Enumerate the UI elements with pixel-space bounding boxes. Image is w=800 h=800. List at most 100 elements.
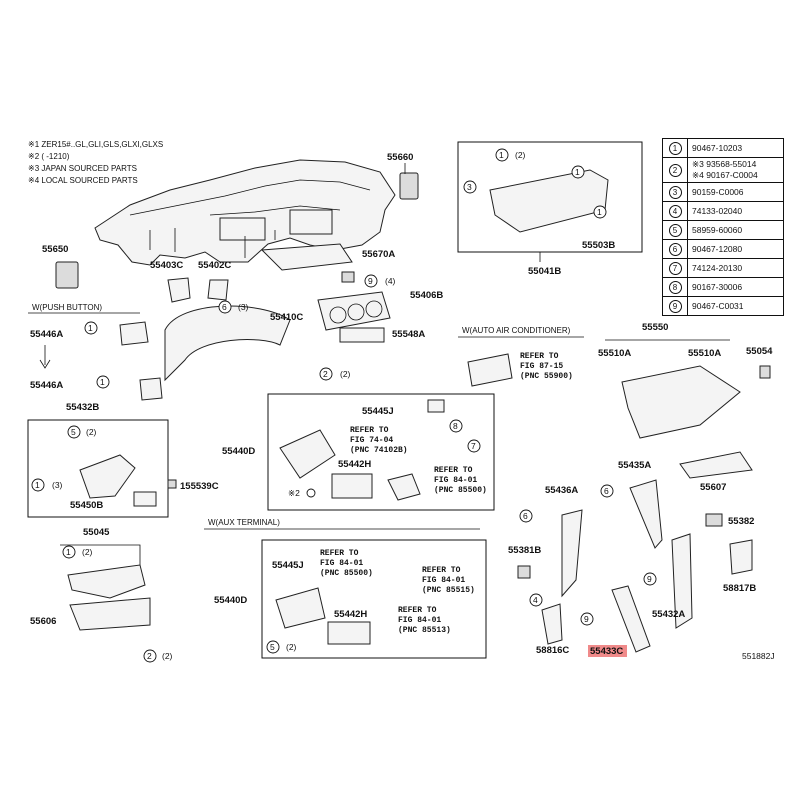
svg-text:9: 9	[647, 574, 652, 584]
lid-55045	[67, 564, 146, 599]
label-55607: 55607	[700, 482, 726, 493]
svg-text:(PNC 85500): (PNC 85500)	[320, 569, 373, 578]
ac-control	[467, 353, 513, 387]
svg-text:(PNC 74102B): (PNC 74102B)	[350, 446, 408, 455]
trim-55433c	[611, 585, 651, 653]
label-55442h-2: 55442H	[334, 609, 367, 620]
label-55382: 55382	[728, 516, 754, 527]
label-55440d-1: 55440D	[222, 446, 255, 457]
legend-8: 90167-30006	[687, 277, 784, 297]
label-55410c: 55410C	[270, 312, 303, 323]
label-55432b: 55432B	[66, 402, 99, 413]
box-55442h-2	[327, 621, 371, 645]
box-glove-inner	[457, 141, 643, 253]
svg-text:1: 1	[88, 323, 93, 333]
switch-55446a-2	[139, 377, 163, 401]
svg-text:FIG 84-01: FIG 84-01	[320, 559, 363, 568]
label-55433c: 55433C	[590, 646, 623, 657]
box-55440d-1	[267, 393, 495, 511]
label-55403c: 55403C	[150, 260, 183, 271]
label-55054: 55054	[746, 346, 773, 357]
center-panel-2	[275, 587, 326, 629]
panel-55548a	[339, 327, 385, 343]
label-55045: 55045	[83, 527, 110, 538]
label-55435a: 55435A	[618, 460, 651, 471]
glove-box-55550	[621, 365, 741, 439]
qty-55410c: (3)	[238, 302, 249, 312]
legend-4: 74133-02040	[687, 201, 784, 221]
svg-text:4: 4	[533, 595, 538, 605]
switch-55446a-1	[119, 321, 149, 346]
svg-text:REFER TO: REFER TO	[422, 566, 461, 575]
svg-text:REFER TO: REFER TO	[320, 549, 359, 558]
label-55440d-2: 55440D	[214, 595, 247, 606]
hood-55410c	[164, 305, 291, 382]
label-55402c: 55402C	[198, 260, 231, 271]
svg-text:(2): (2)	[162, 651, 173, 661]
svg-text:6: 6	[604, 486, 609, 496]
svg-text:※2: ※2	[288, 488, 300, 498]
label-55660: 55660	[387, 152, 413, 163]
label-55450b: 55450B	[70, 500, 103, 511]
svg-text:1: 1	[499, 150, 504, 160]
box-55432b	[27, 419, 169, 518]
svg-text:9: 9	[368, 276, 373, 286]
label-55670a: 55670A	[362, 249, 395, 260]
legend-9: 90467-C0031	[687, 296, 784, 316]
svg-text:FIG 87-15: FIG 87-15	[520, 362, 563, 371]
label-55510a-1: 55510A	[598, 348, 631, 359]
svg-text:FIG 84-01: FIG 84-01	[398, 616, 441, 625]
label-55510a-2: 55510A	[688, 348, 721, 359]
svg-text:1: 1	[66, 547, 71, 557]
svg-text:1: 1	[100, 377, 105, 387]
label-55432a: 55432A	[652, 609, 685, 620]
svg-text:2: 2	[147, 651, 152, 661]
label-58816c: 58816C	[536, 645, 569, 656]
box-55442h-1	[331, 473, 373, 499]
box-55440d-2	[261, 539, 487, 659]
instrument-panel-frame	[94, 159, 396, 266]
svg-text:(2): (2)	[515, 150, 526, 160]
note-2: ※2 ( -1210)	[28, 152, 70, 161]
bracket-55403c	[167, 277, 191, 303]
svg-text:5: 5	[71, 427, 76, 437]
svg-text:7: 7	[471, 441, 476, 451]
label-55606: 55606	[30, 616, 56, 627]
svg-text:1: 1	[597, 207, 602, 217]
panel-55670a	[260, 243, 353, 271]
qty-55406b: (4)	[385, 276, 396, 286]
label-55442h-1: 55442H	[338, 459, 371, 470]
label-55436a: 55436A	[545, 485, 578, 496]
section-push-button: W(PUSH BUTTON)	[32, 303, 102, 312]
svg-text:(2): (2)	[82, 547, 93, 557]
legend-1: 90467-10203	[687, 138, 784, 158]
svg-text:(2): (2)	[340, 369, 351, 379]
label-55406b: 55406B	[410, 290, 443, 301]
note-1: ※1 ZER15#..GL,GLI,GLS,GLXI,GLXS	[28, 140, 163, 149]
center-panel-1	[279, 429, 336, 479]
svg-text:1: 1	[35, 480, 40, 490]
note-4: ※4 LOCAL SOURCED PARTS	[28, 176, 138, 185]
callout-9	[364, 274, 378, 288]
svg-text:8: 8	[453, 421, 458, 431]
svg-text:(PNC 85515): (PNC 85515)	[422, 586, 475, 595]
panel-55432b	[79, 454, 136, 499]
bracket-55402c	[207, 279, 229, 301]
figure-number: 551882J	[742, 651, 775, 661]
note-3: ※3 JAPAN SOURCED PARTS	[28, 164, 137, 173]
part-55450b	[133, 491, 157, 507]
legend-6: 90467-12080	[687, 239, 784, 259]
svg-text:2: 2	[323, 369, 328, 379]
svg-text:(3): (3)	[52, 480, 63, 490]
label-55650: 55650	[42, 244, 68, 255]
label-55446a-2: 55446A	[30, 380, 63, 391]
svg-text:(PNC 55900): (PNC 55900)	[520, 372, 573, 381]
section-aux-terminal: W(AUX TERMINAL)	[208, 518, 280, 527]
control-55406b	[317, 291, 391, 331]
svg-text:REFER TO: REFER TO	[398, 606, 437, 615]
svg-text:(2): (2)	[86, 427, 97, 437]
svg-text:(PNC 85513): (PNC 85513)	[398, 626, 451, 635]
